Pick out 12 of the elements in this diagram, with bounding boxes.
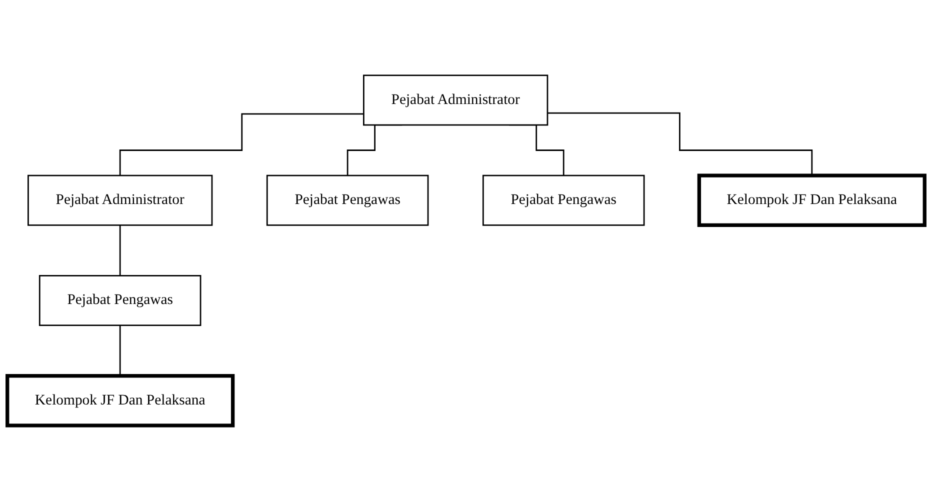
- connector: [119, 112, 364, 176]
- org-chart: Pejabat Administrator Pejabat Administrator Pejabat Pengawas Pejabat Pengawas Pejabat Pengawas Kelompok JF Dan Pelaksana Kelompok JF Dan Pelaksana: [0, 68, 932, 432]
- connector: [547, 112, 813, 176]
- node-box: [697, 173, 926, 227]
- node-box: [6, 374, 235, 427]
- node-box: [482, 174, 645, 226]
- connector: [119, 324, 121, 376]
- node-box: [363, 74, 548, 126]
- connector: [119, 224, 121, 276]
- node-box: [38, 274, 202, 326]
- node-box: [28, 174, 213, 226]
- node-box: [266, 174, 429, 226]
